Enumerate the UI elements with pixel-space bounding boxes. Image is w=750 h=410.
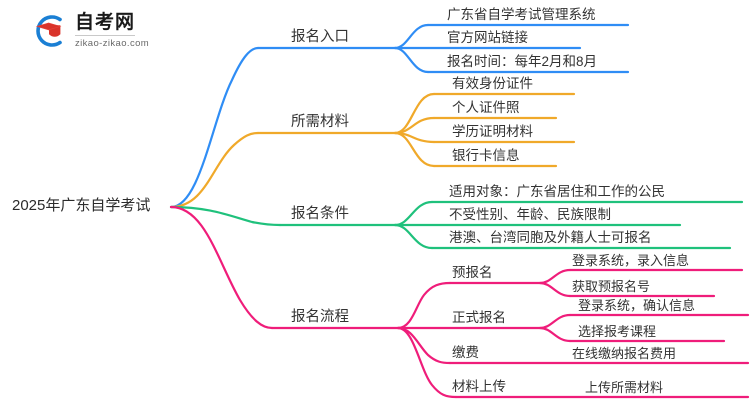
leaf-node[interactable]: 材料上传 [452, 379, 506, 394]
leaf-node[interactable]: 个人证件照 [452, 100, 520, 115]
leaf-node[interactable]: 港澳、台湾同胞及外籍人士可报名 [449, 230, 652, 245]
sub-leaf-node[interactable]: 登录系统，确认信息 [578, 298, 696, 313]
leaf-node[interactable]: 不受性别、年龄、民族限制 [449, 207, 611, 222]
leaf-node[interactable]: 适用对象：广东省居住和工作的公民 [449, 184, 665, 199]
branch-node-registration-process[interactable]: 报名流程 [291, 309, 349, 325]
leaf-node[interactable]: 正式报名 [452, 310, 506, 325]
leaf-node[interactable]: 报名时间：每年2月和8月 [447, 54, 598, 69]
branch-node-registration-entry[interactable]: 报名入口 [291, 29, 349, 45]
leaf-node[interactable]: 学历证明材料 [452, 124, 533, 139]
leaf-node[interactable]: 缴费 [452, 345, 479, 360]
leaf-node[interactable]: 广东省自学考试管理系统 [447, 7, 596, 22]
leaf-node[interactable]: 有效身份证件 [452, 76, 533, 91]
sub-leaf-node[interactable]: 上传所需材料 [585, 380, 664, 395]
leaf-node[interactable]: 官方网站链接 [447, 30, 528, 45]
site-logo: 自考网 zikao-zikao.com [30, 12, 149, 50]
leaf-node[interactable]: 银行卡信息 [452, 148, 520, 163]
sub-leaf-node[interactable]: 登录系统，录入信息 [572, 253, 690, 268]
branch-node-eligibility[interactable]: 报名条件 [291, 206, 349, 222]
mindmap-root-node[interactable]: 2025年广东自学考试 [12, 197, 151, 214]
graduation-cap-logo-icon [30, 12, 68, 50]
logo-domain: zikao-zikao.com [75, 38, 150, 50]
sub-leaf-node[interactable]: 在线缴纳报名费用 [572, 346, 677, 361]
sub-leaf-node[interactable]: 获取预报名号 [572, 279, 651, 294]
leaf-node[interactable]: 预报名 [452, 265, 493, 280]
logo-title: 自考网 [75, 13, 136, 37]
sub-leaf-node[interactable]: 选择报考课程 [578, 324, 657, 339]
branch-node-required-materials[interactable]: 所需材料 [291, 114, 349, 130]
